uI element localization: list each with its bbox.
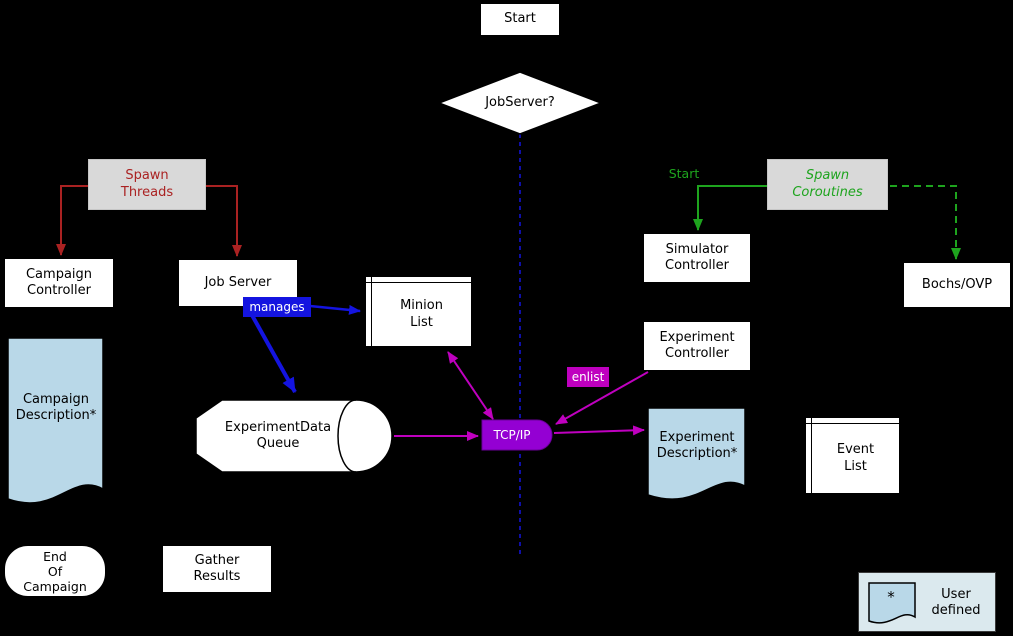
edge-enlist-experiment-controller-tcpip [555,371,649,425]
experiment-description-label: Experiment Description* [656,429,738,461]
experimentdata-queue-label: ExperimentData Queue [224,419,332,451]
campaign-description-label: Campaign Description* [15,391,97,423]
campaign-controller-node: Campaign Controller [4,258,114,308]
edge-tcpip-experiment-description [553,425,645,436]
edge-spawn-coroutine-simulator-controller [693,185,767,231]
legend-asterisk: * [887,587,895,606]
experimentdata-queue-cap-arc [337,399,357,473]
experimentdata-queue-shape [195,399,393,473]
legend-user-defined-label: User defined [931,586,981,618]
tcpip-shape [481,419,553,451]
edge-spawn-coroutine-bochs-ovp [890,185,961,260]
manages-edge-label: manages [243,297,311,317]
simulator-controller-node: Simulator Controller [643,233,751,283]
jobserver-decision-diamond [436,71,604,135]
start-coroutine-label: Start [668,166,700,182]
legend-document-icon [868,582,916,624]
jobserver-decision-label: JobServer? [485,94,555,110]
experiment-description-document [647,407,746,500]
event-list-node: Event List [805,417,900,494]
experiment-controller-node: Experiment Controller [643,321,751,371]
campaign-description-document [7,337,104,504]
edge-jobserver-experimentdata-queue [246,307,297,393]
bochs-ovp-node: Bochs/OVP [903,262,1011,308]
end-of-campaign-node: End Of Campaign [4,545,106,597]
enlist-edge-label: enlist [567,367,609,387]
minion-list-node: Minion List [365,276,472,347]
gather-results-node: Gather Results [162,545,272,593]
edge-minion-list-tcpip [447,351,494,420]
spawn-threads-label: Spawn Threads [88,159,206,210]
start-node: Start [480,3,560,36]
spawn-coroutines-label: Spawn Coroutines [767,159,888,210]
legend-box: * User defined [858,572,996,632]
tcpip-label: TCP/IP [493,427,531,442]
